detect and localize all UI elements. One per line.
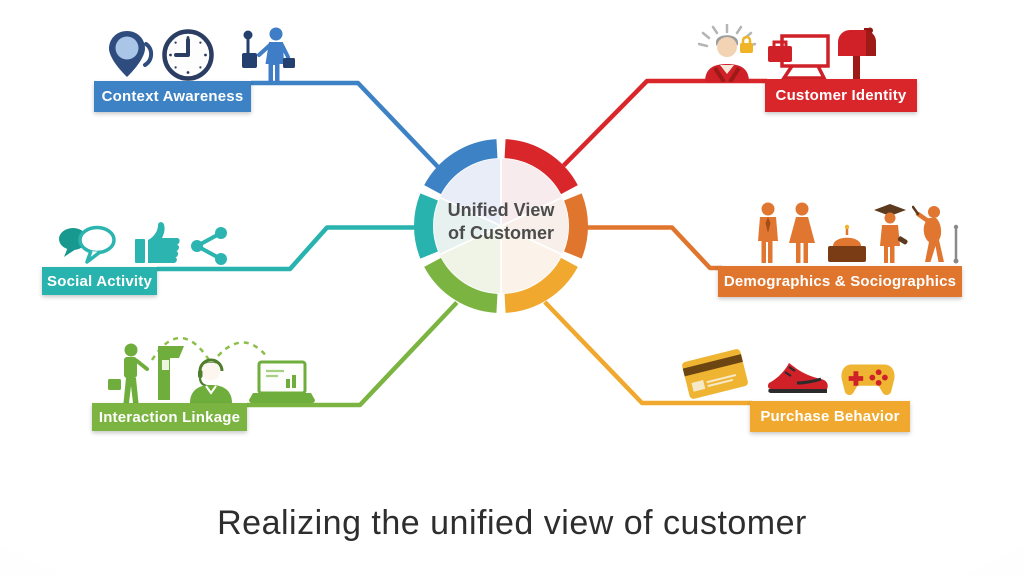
- connector-purchase-behavior: [543, 300, 752, 406]
- inner-slice-right: [499, 196, 570, 256]
- ring-segment-interaction-linkage: [424, 257, 498, 313]
- ring-segment-purchase-behavior: [504, 257, 578, 313]
- inner-slice-left: [432, 196, 503, 256]
- label-social-activity: Social Activity: [42, 267, 157, 295]
- connector-demographics: [587, 225, 722, 271]
- dashed-hop-arc-2: [217, 341, 269, 359]
- center-label-line2: of Customer: [447, 222, 554, 243]
- customer-person-icon: [697, 24, 757, 82]
- traveler-icon: [242, 27, 295, 82]
- ring-segment-demographics: [563, 193, 588, 259]
- golfer-icon: [912, 205, 959, 264]
- thumbs-up-icon: [135, 222, 180, 263]
- cake-icon: [828, 224, 866, 262]
- label-interaction-linkage-text: Interaction Linkage: [98, 408, 241, 426]
- support-agent-icon: [190, 358, 232, 403]
- ring-segment-social-activity: [414, 193, 439, 259]
- label-purchase-behavior-text: Purchase Behavior: [760, 408, 900, 425]
- woman-icon: [789, 202, 815, 263]
- share-icon: [191, 227, 227, 265]
- label-demographics-text: Demographics & Sociographics: [723, 273, 957, 290]
- ring-segment-customer-identity: [504, 139, 578, 195]
- gamepad-icon: [841, 364, 895, 395]
- label-context-awareness: Context Awareness: [94, 81, 251, 112]
- laptop-icon: [249, 360, 315, 403]
- center-label: Unified View of Customer: [421, 199, 581, 244]
- connector-social-activity: [157, 225, 415, 272]
- shoe-icon: [767, 363, 828, 393]
- clock-icon: [162, 29, 214, 81]
- mailbox-icon: [838, 27, 876, 84]
- label-purchase-behavior: Purchase Behavior: [750, 401, 910, 432]
- connector-context-awareness: [251, 80, 440, 169]
- label-context-awareness-text: Context Awareness: [101, 88, 244, 105]
- ring-segment-context-awareness: [424, 139, 498, 195]
- center-ring: [414, 139, 588, 313]
- label-social-activity-text: Social Activity: [47, 272, 152, 290]
- label-customer-identity: Customer Identity: [765, 79, 917, 112]
- connector-interaction-linkage: [247, 300, 459, 408]
- kiosk-person-icon: [108, 343, 184, 403]
- label-interaction-linkage: Interaction Linkage: [92, 403, 247, 431]
- connector-customer-identity: [561, 78, 767, 168]
- label-demographics: Demographics & Sociographics: [718, 266, 962, 297]
- man-icon: [758, 202, 778, 263]
- label-customer-identity-text: Customer Identity: [775, 87, 907, 104]
- location-pin-icon: [109, 31, 154, 77]
- chat-bubbles-icon: [59, 225, 116, 264]
- center-label-line1: Unified View: [447, 200, 555, 220]
- credit-card-icon: [682, 349, 748, 399]
- graduate-icon: [874, 204, 908, 263]
- secure-computer-icon: [768, 34, 830, 84]
- page-title: Realizing the unified view of customer: [217, 504, 807, 542]
